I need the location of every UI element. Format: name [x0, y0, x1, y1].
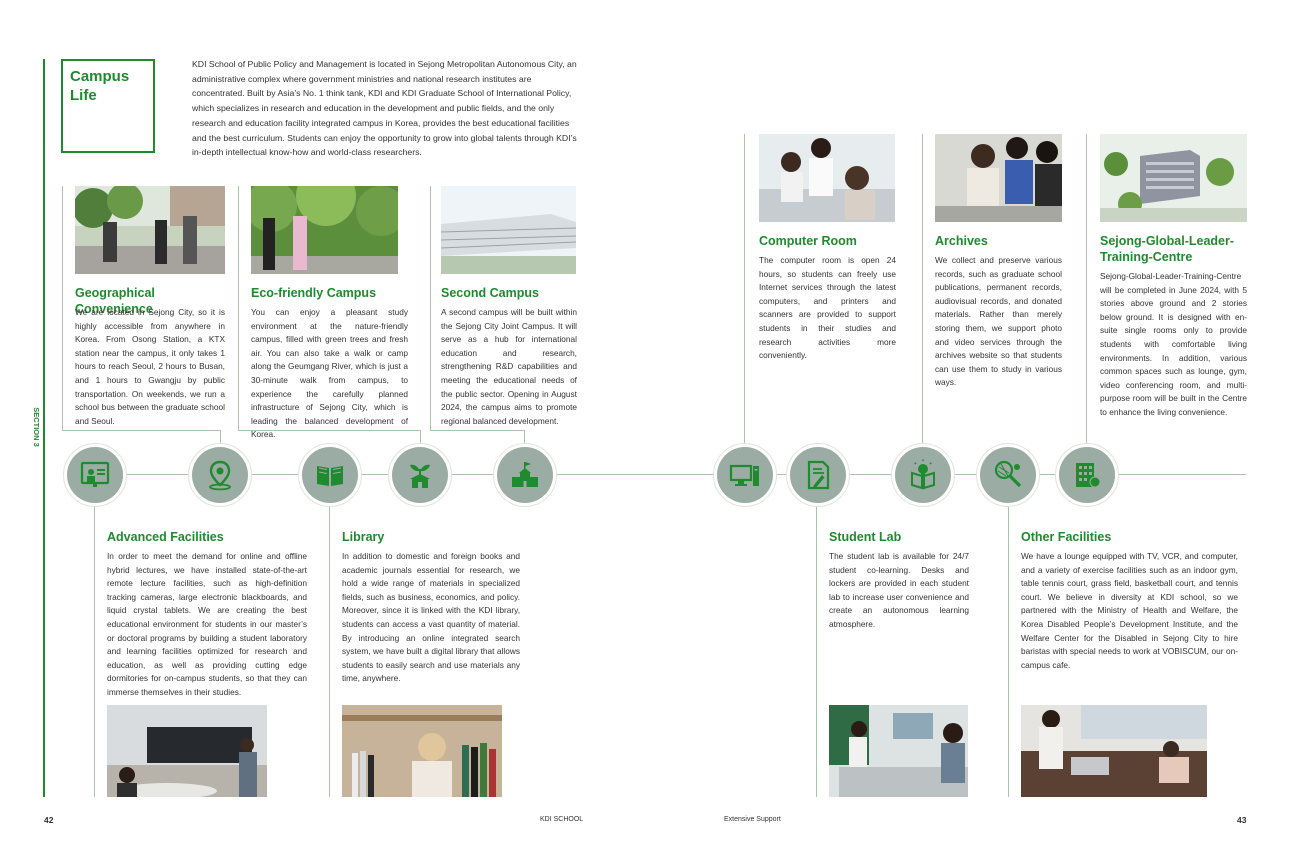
lecture-screen-icon: [80, 461, 110, 487]
eco-building-icon: [410, 464, 430, 488]
photo-library: [342, 705, 502, 797]
advanced-facilities-heading: Advanced Facilities: [107, 530, 224, 544]
computer-icon: [729, 464, 759, 486]
timeline-line: [96, 474, 1246, 475]
connector: [744, 134, 745, 444]
photo-lecture-room: [107, 705, 267, 797]
connector: [62, 430, 220, 431]
left-page-number: 42: [44, 815, 54, 825]
connector: [94, 505, 95, 797]
campus-life-title: Campus Life: [61, 59, 155, 153]
library-text: In addition to domestic and foreign book…: [342, 551, 520, 684]
connector: [1086, 134, 1087, 444]
icon-circle-advanced: [63, 443, 127, 507]
connector: [238, 430, 420, 431]
leader-centre-text: Sejong-Global-Leader-Training-Centre wil…: [1100, 271, 1247, 417]
photo-archives: [935, 134, 1062, 222]
icon-circle-eco: [388, 443, 452, 507]
other-facilities-heading: Other Facilities: [1021, 530, 1112, 544]
connector: [420, 430, 421, 444]
eco-friendly-text: You can enjoy a pleasant study environme…: [251, 307, 408, 440]
connector: [238, 186, 239, 430]
leader-centre-heading: Sejong-Global-Leader- Training-Centre: [1100, 233, 1250, 265]
connector: [430, 430, 524, 431]
connector: [524, 430, 525, 444]
photo-leader-centre-render: [1100, 134, 1247, 222]
footer-left-label: KDI SCHOOL: [540, 816, 584, 823]
right-page-number: 43: [1237, 815, 1247, 825]
title-line-2: Life: [70, 87, 97, 104]
connector: [816, 505, 817, 797]
leader-centre-heading-line2: Training-Centre: [1100, 250, 1193, 264]
photo-computer-room: [759, 134, 895, 222]
lightbulb-book-icon: [911, 459, 935, 490]
advanced-facilities-text: In order to meet the demand for online a…: [107, 551, 307, 697]
eco-friendly-heading: Eco-friendly Campus: [251, 286, 377, 300]
connector: [922, 134, 923, 444]
icon-circle-library: [298, 443, 362, 507]
tennis-racket-icon: [994, 460, 1022, 488]
photo-students-walking: [75, 186, 225, 274]
connector: [62, 186, 63, 430]
computer-room-text: The computer room is open 24 hours, so s…: [759, 255, 896, 361]
second-campus-text: A second campus will be built within the…: [441, 307, 577, 426]
student-lab-text: The student lab is available for 24/7 st…: [829, 551, 969, 629]
footer-right-label: Extensive Support: [724, 816, 781, 823]
intro-paragraph: KDI School of Public Policy and Manageme…: [192, 59, 577, 158]
school-building-icon: [512, 462, 538, 487]
connector: [220, 430, 221, 444]
icon-circle-leader-centre: [1055, 443, 1119, 507]
other-facilities-text: We have a lounge equipped with TV, VCR, …: [1021, 551, 1238, 670]
student-lab-heading: Student Lab: [829, 530, 902, 544]
computer-room-heading: Computer Room: [759, 234, 857, 248]
geographical-convenience-text: We are located in Sejong City, so it is …: [75, 307, 225, 426]
library-heading: Library: [342, 530, 385, 544]
page-left-border: [43, 59, 45, 797]
archives-text: We collect and preserve various records,…: [935, 255, 1062, 388]
icon-circle-student-lab: [891, 443, 955, 507]
archives-heading: Archives: [935, 234, 988, 248]
photo-second-campus-render: [441, 186, 576, 274]
photo-lounge: [1021, 705, 1207, 797]
icon-circle-other: [976, 443, 1040, 507]
connector: [430, 186, 431, 430]
photo-student-lab: [829, 705, 968, 797]
connector: [329, 505, 330, 797]
icon-circle-second-campus: [493, 443, 557, 507]
second-campus-heading: Second Campus: [441, 286, 539, 300]
icon-circle-geo: [188, 443, 252, 507]
title-line-1: Campus: [70, 68, 130, 85]
document-icon: [807, 460, 830, 490]
section-label: SECTION 3: [32, 407, 41, 447]
dormitory-building-icon: [1076, 463, 1101, 488]
photo-eco-campus: [251, 186, 398, 274]
open-book-icon: [317, 466, 343, 486]
map-pin-icon: [209, 460, 231, 491]
leader-centre-heading-line1: Sejong-Global-Leader-: [1100, 234, 1235, 248]
icon-circle-computer: [713, 443, 777, 507]
icon-circle-archives: [786, 443, 850, 507]
geographical-convenience-heading: Geographical Convenience: [75, 286, 155, 316]
connector: [1008, 505, 1009, 797]
